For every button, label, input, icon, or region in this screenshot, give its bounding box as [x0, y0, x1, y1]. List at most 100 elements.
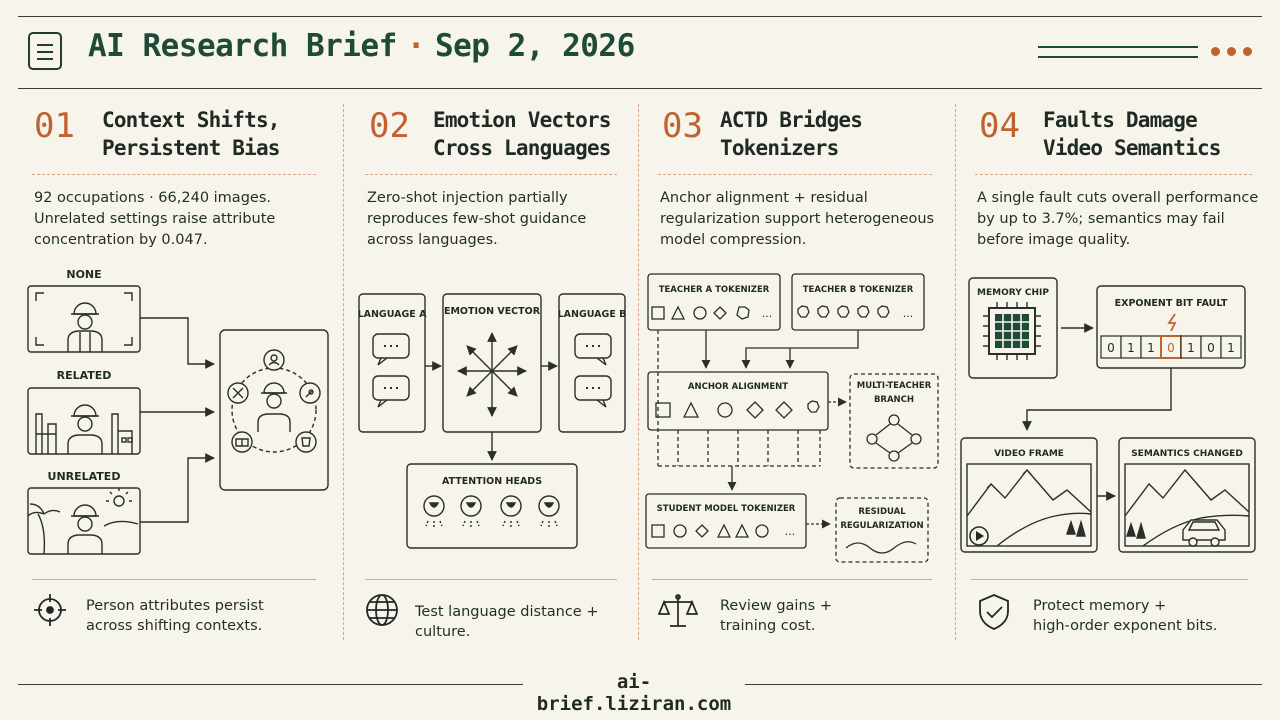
footer-url[interactable]: ai-brief.liziran.com [536, 671, 732, 715]
title-date: Sep 2, 2026 [434, 28, 635, 64]
header-lines-decoration [1038, 46, 1198, 60]
worker-icon [67, 404, 103, 454]
ellipsis: ... [903, 307, 914, 320]
bit-value: 1 [1127, 341, 1135, 355]
panel-body-line: Zero-shot injection partially [367, 190, 568, 206]
bit-value: 0 [1167, 341, 1175, 355]
multi-teacher-branch-box: MULTI-TEACHER BRANCH [849, 373, 939, 469]
lightning-icon [1167, 313, 1177, 332]
panel-takeaway-line: high-order exponent bits. [1033, 618, 1218, 634]
speech-bubble-icon [372, 375, 410, 408]
ellipsis: ... [762, 307, 773, 320]
bit-value: 1 [1187, 341, 1195, 355]
panel-body: A single fault cuts overall performance … [977, 188, 1258, 251]
panel-title-line: ACTD Bridges [720, 108, 863, 132]
panel-title: Emotion Vectors Cross Languages [433, 106, 611, 162]
label-regularization: REGULARIZATION [840, 521, 923, 531]
attention-heads-box: ATTENTION HEADS [406, 463, 578, 549]
bit-value: 1 [1227, 341, 1235, 355]
vector-arrows-icon [457, 332, 527, 417]
residual-regularization-box: RESIDUAL REGULARIZATION [835, 497, 929, 563]
panel-body-line: 92 occupations · 66,240 images. [34, 190, 271, 206]
label-anchor-alignment: ANCHOR ALIGNMENT [688, 382, 788, 392]
label-exponent-fault: EXPONENT BIT FAULT [1115, 298, 1228, 309]
scene-related [27, 387, 141, 455]
panel-body-line: by up to 3.7%; semantics may fail [977, 211, 1225, 227]
panel-body-line: Anchor alignment + residual [660, 190, 868, 206]
label-related: RELATED [57, 369, 112, 382]
header-rule [18, 88, 1262, 89]
worker-icon [67, 302, 103, 352]
panel-takeaway-line: Review gains + [720, 598, 832, 614]
video-frame-box: VIDEO FRAME [960, 437, 1098, 553]
panel-takeaway-line: across shifting contexts. [86, 618, 263, 634]
changed-landscape-icon [1124, 463, 1250, 547]
panel-number: 04 [979, 106, 1020, 146]
panel-body: 92 occupations · 66,240 images. Unrelate… [34, 188, 275, 251]
top-rule [18, 16, 1262, 17]
panel-number: 01 [34, 106, 75, 146]
panel-body-line: regularization support heterogeneous [660, 211, 935, 227]
column-separator [955, 104, 956, 640]
panel-takeaway: Review gains + training cost. [720, 596, 832, 636]
panel-takeaway: Protect memory + high-order exponent bit… [1033, 596, 1217, 636]
panel-footer-rule [652, 579, 932, 580]
document-icon [28, 32, 62, 70]
header-dots-decoration [1211, 47, 1252, 56]
label-emotion-vector: EMOTION VECTOR [444, 306, 541, 317]
panel-actd-tokenizers: 03 ACTD Bridges Tokenizers Anchor alignm… [640, 96, 954, 642]
label-branch: BRANCH [874, 395, 914, 405]
speech-bubble-icon [372, 333, 410, 366]
panel-divider [658, 174, 932, 175]
panel-divider [975, 174, 1252, 175]
attention-head-icon [500, 495, 522, 527]
worker-icon [257, 382, 291, 432]
semantics-changed-box: SEMANTICS CHANGED [1118, 437, 1256, 553]
panel-body-line: concentration by 0.047. [34, 232, 208, 248]
attention-head-icon [538, 495, 560, 527]
worker-icon [67, 504, 103, 554]
panel-body-line: Unrelated settings raise attribute [34, 211, 276, 227]
panel-body: Zero-shot injection partially reproduces… [367, 188, 586, 251]
panel-divider [365, 174, 617, 175]
actd-diagram: TEACHER A TOKENIZER ... TEACHER B TOKENI… [645, 273, 939, 563]
ellipsis: ... [785, 525, 796, 538]
car-icon [1182, 519, 1226, 547]
panel-takeaway: Test language distance + culture. [415, 602, 637, 642]
panel-takeaway-line: Test language distance + culture. [415, 604, 599, 640]
speech-bubble-icon [574, 375, 612, 408]
shield-check-icon [979, 594, 1009, 630]
anchor-alignment-box: ANCHOR ALIGNMENT [647, 371, 829, 431]
attention-head-icon [423, 495, 445, 527]
panel-number: 02 [369, 106, 410, 146]
graph-icon [866, 414, 922, 462]
label-language-a: LANGUAGE A [358, 309, 428, 320]
panel-title-line: Faults Damage [1043, 108, 1198, 132]
play-button-icon[interactable] [969, 526, 989, 546]
panel-body-line: reproduces few-shot guidance [367, 211, 587, 227]
panel-title-line: Video Semantics [1043, 136, 1221, 160]
label-memory-chip: MEMORY CHIP [977, 288, 1049, 298]
panel-title-line: Cross Languages [433, 136, 611, 160]
scene-none [27, 285, 141, 353]
panel-body-line: model compression. [660, 232, 807, 248]
persistent-person-box [219, 329, 329, 491]
column-separator [343, 104, 344, 640]
panel-title-line: Emotion Vectors [433, 108, 611, 132]
label-none: NONE [66, 268, 101, 281]
attention-head-icon [460, 495, 482, 527]
label-language-b: LANGUAGE B [558, 309, 627, 320]
panel-footer-rule [365, 579, 617, 580]
label-semantics-changed: SEMANTICS CHANGED [1131, 449, 1243, 459]
label-multi-teacher: MULTI-TEACHER [857, 381, 932, 391]
label-video-frame: VIDEO FRAME [994, 449, 1064, 459]
panel-footer-rule [32, 579, 316, 580]
label-teacher-b: TEACHER B TOKENIZER [803, 285, 914, 295]
scene-unrelated [27, 487, 141, 555]
bit-value: 1 [1147, 341, 1155, 355]
column-separator [638, 104, 639, 640]
panel-title-line: Persistent Bias [102, 136, 280, 160]
emotion-vector-diagram: LANGUAGE A EMOTION VECTOR LANGUAGE [358, 293, 627, 549]
